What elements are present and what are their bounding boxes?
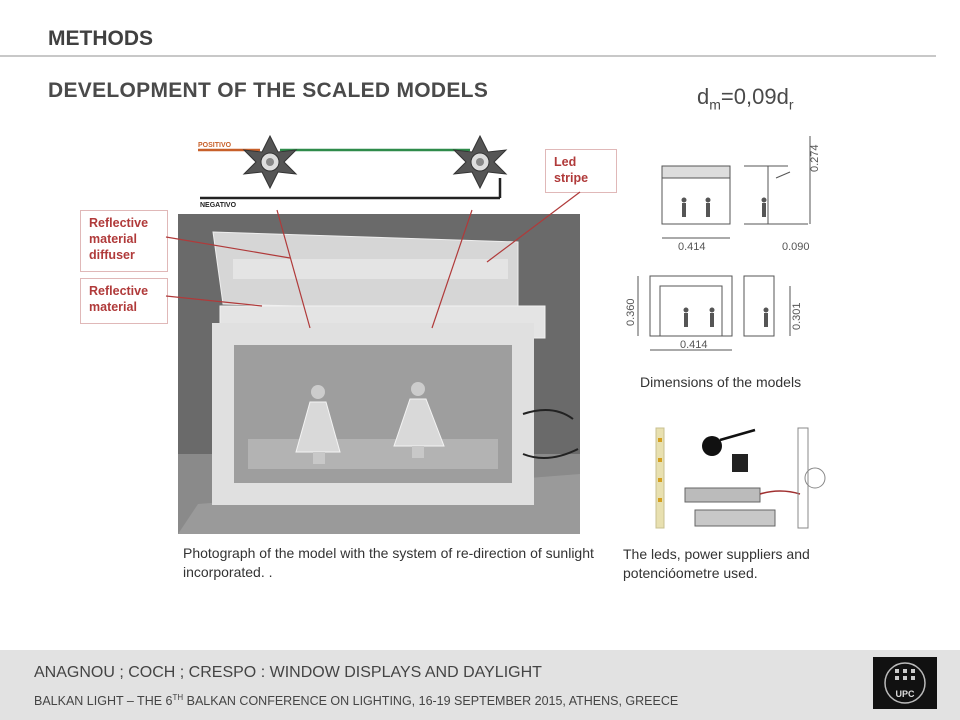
formula-equals: =0,09d	[720, 84, 789, 109]
formula-sub-m: m	[709, 96, 721, 113]
section-title: METHODS	[48, 27, 153, 50]
model-photograph	[178, 214, 580, 534]
upc-logo-text: UPC	[895, 689, 915, 699]
led-star-right	[452, 134, 508, 190]
conference-post: BALKAN CONFERENCE ON LIGHTING, 16-19 SEP…	[183, 694, 679, 709]
dim-width-bottom: 0.414	[680, 339, 708, 351]
callout-led-stripe: Led stripe	[545, 149, 617, 193]
photo-caption: Photograph of the model with the system …	[183, 545, 594, 580]
positive-label: POSITIVO	[198, 142, 232, 149]
dim-inner-height-bottom: 0.301	[791, 302, 803, 330]
slide-title: DEVELOPMENT OF THE SCALED MODELS	[48, 79, 489, 102]
scale-formula: dm=0,09dr	[697, 84, 794, 112]
callout-reflective-material: Reflective material	[80, 278, 168, 324]
dim-height-top: 0.274	[809, 144, 821, 172]
footer-authors: ANAGNOU ; COCH ; CRESPO : WINDOW DISPLAY…	[34, 664, 542, 681]
dim-height-bottom: 0.360	[625, 298, 637, 326]
dim-depth-top: 0.090	[782, 241, 810, 253]
negative-label: NEGATIVO	[200, 202, 237, 209]
footer-bar	[0, 650, 960, 720]
doll-left	[295, 385, 341, 464]
dimensions-caption: Dimensions of the models	[640, 374, 802, 390]
header-rule	[0, 55, 936, 57]
led-star-left	[242, 134, 298, 190]
led-wiring-diagram: POSITIVO NEGATIVO	[198, 134, 508, 209]
components-caption: The leds, power suppliers and potencióom…	[623, 546, 810, 581]
components-photo	[655, 427, 826, 529]
model-dimensions-drawing: 0.274 0.414 0.090 0.360 0.301 0.414	[625, 136, 821, 351]
formula-sub-r: r	[788, 96, 794, 113]
conference-pre: BALKAN LIGHT – THE 6	[34, 694, 173, 709]
doll-right	[393, 382, 445, 458]
formula-base: d	[697, 84, 710, 109]
upc-logo: UPC	[873, 657, 937, 709]
footer-conference: BALKAN LIGHT – THE 6TH BALKAN CONFERENCE…	[34, 693, 678, 708]
callout-reflective-diffuser: Reflective material diffuser	[80, 210, 168, 272]
dim-width-top: 0.414	[678, 241, 706, 253]
conference-sup: TH	[172, 693, 184, 702]
